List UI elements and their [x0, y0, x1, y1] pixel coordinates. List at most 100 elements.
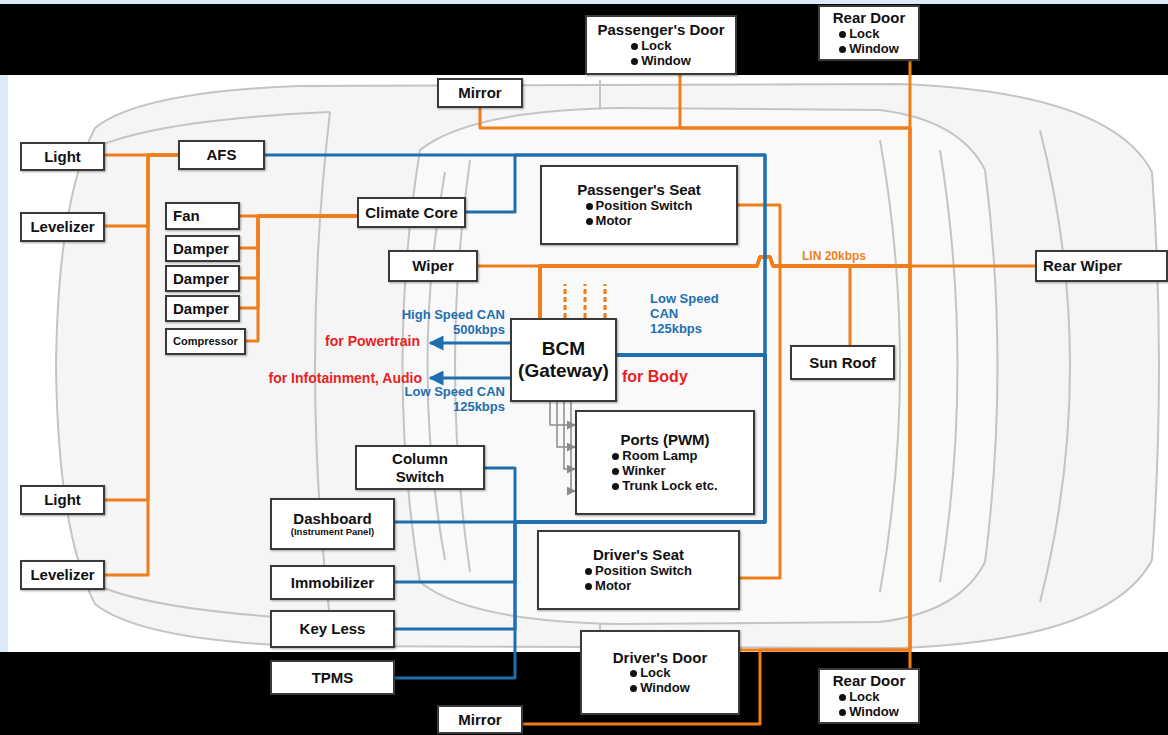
ecu-box: Climate Core: [357, 197, 466, 228]
bullet-item: Lock: [849, 690, 879, 705]
bullet-item: Position Switch: [595, 564, 692, 579]
bullet-dot: [586, 218, 593, 225]
bullet-row: Trunk Lock etc.: [612, 479, 717, 494]
bullet-item: Room Lamp: [622, 449, 697, 464]
bullet-row: Lock: [839, 690, 879, 705]
ecu-box: Ports (PWM)Room LampWinkerTrunk Lock etc…: [575, 410, 755, 515]
ecu-box: Damper: [165, 235, 240, 262]
bullet-row: Position Switch: [586, 199, 693, 214]
lin-wire: [540, 61, 910, 318]
bullet-list: LockWindow: [839, 690, 899, 720]
port-wire: [550, 402, 575, 425]
box-text: Immobilizer: [291, 574, 374, 591]
bullet-item: Trunk Lock etc.: [622, 479, 717, 494]
bullet-row: Window: [839, 705, 899, 720]
bullet-dot: [839, 709, 846, 716]
bullet-item: Window: [849, 42, 899, 57]
box-text: Mirror: [458, 711, 501, 728]
ecu-box: BCM (Gateway): [510, 318, 617, 402]
box-text: Column Switch: [392, 450, 448, 485]
box-heading: Passenger's Seat: [577, 181, 701, 198]
box-text: Damper: [173, 300, 229, 317]
bullet-dot: [586, 203, 593, 210]
box-text: Light: [44, 148, 81, 165]
lin-wire: [246, 216, 357, 341]
ecu-box: Fan: [165, 202, 240, 230]
ecu-box: Mirror: [437, 78, 523, 108]
box-text: Rear Wiper: [1043, 257, 1122, 274]
bullet-dot: [612, 468, 619, 475]
bullet-dot: [631, 43, 638, 50]
box-text: Damper: [173, 270, 229, 287]
ecu-box: Light: [20, 485, 105, 515]
bullet-item: Position Switch: [596, 199, 693, 214]
ecu-box: AFS: [178, 140, 265, 170]
box-text: Levelizer: [30, 218, 94, 235]
box-subtext: (Instrument Panel): [291, 527, 374, 538]
bullet-dot: [585, 568, 592, 575]
bullet-row: Window: [631, 54, 691, 69]
ecu-box: Damper: [165, 265, 240, 292]
bullet-item: Window: [849, 705, 899, 720]
box-heading: Passenger's Door: [598, 21, 725, 38]
ecu-box: Light: [20, 142, 105, 171]
bullet-dot: [839, 694, 846, 701]
bullet-list: LockWindow: [630, 666, 690, 696]
bullet-row: Motor: [586, 214, 632, 229]
box-heading: Rear Door: [833, 9, 906, 26]
ecu-box: Rear Wiper: [1035, 250, 1168, 282]
bullet-row: Window: [630, 681, 690, 696]
ecu-box: Rear DoorLockWindow: [818, 5, 920, 61]
bullet-list: Position SwitchMotor: [585, 564, 692, 594]
ecu-box: Driver's DoorLockWindow: [580, 630, 740, 715]
box-heading: Driver's Seat: [593, 546, 684, 563]
bullet-row: Window: [839, 42, 899, 57]
bullet-item: Window: [641, 54, 691, 69]
ecu-box: Key Less: [270, 610, 395, 648]
bullet-item: Winker: [622, 464, 665, 479]
ecu-box: Passenger's SeatPosition SwitchMotor: [540, 165, 738, 245]
ecu-box: Levelizer: [20, 212, 105, 242]
bullet-item: Window: [640, 681, 690, 696]
lin-wire: [480, 108, 910, 318]
bullet-dot: [839, 46, 846, 53]
box-text: Wiper: [412, 257, 454, 274]
ecu-box: Passenger's DoorLockWindow: [585, 15, 737, 75]
box-text: Mirror: [458, 84, 501, 101]
ecu-box: Sun Roof: [790, 345, 895, 380]
bullet-item: Lock: [849, 27, 879, 42]
bus-label: for Body: [622, 368, 688, 386]
box-text: Damper: [173, 240, 229, 257]
ecu-box: Dashboard(Instrument Panel): [270, 498, 395, 550]
bullet-item: Lock: [640, 666, 670, 681]
ecu-box: Rear DoorLockWindow: [818, 668, 920, 724]
bullet-row: Winker: [612, 464, 665, 479]
box-text: AFS: [207, 146, 237, 163]
box-text: BCM (Gateway): [518, 338, 609, 382]
box-text: Light: [44, 491, 81, 508]
ecu-box: Compressor: [165, 328, 246, 355]
ecu-box: TPMS: [270, 660, 395, 695]
bullet-row: Lock: [631, 39, 671, 54]
bus-label: LIN 20kbps: [800, 250, 868, 264]
bullet-dot: [630, 685, 637, 692]
ecu-box: Column Switch: [355, 445, 485, 490]
bus-label: for Infotainment, Audio: [200, 370, 422, 386]
bullet-item: Lock: [641, 39, 671, 54]
bullet-row: Lock: [630, 666, 670, 681]
box-text: Dashboard: [293, 510, 371, 527]
bus-label: Low Speed CAN 125kbps: [385, 385, 505, 415]
lin-wire: [540, 75, 910, 318]
bullet-dot: [839, 31, 846, 38]
bullet-row: Position Switch: [585, 564, 692, 579]
bullet-list: Room LampWinkerTrunk Lock etc.: [612, 449, 717, 494]
bullet-dot: [630, 670, 637, 677]
bus-label: Low Speed CAN 125kbps: [650, 292, 732, 337]
ecu-box: Wiper: [388, 250, 478, 282]
bullet-dot: [631, 58, 638, 65]
box-heading: Rear Door: [833, 672, 906, 689]
bus-label: for Powertrain: [280, 333, 420, 349]
box-text: Sun Roof: [809, 354, 876, 371]
box-text: TPMS: [312, 669, 354, 686]
